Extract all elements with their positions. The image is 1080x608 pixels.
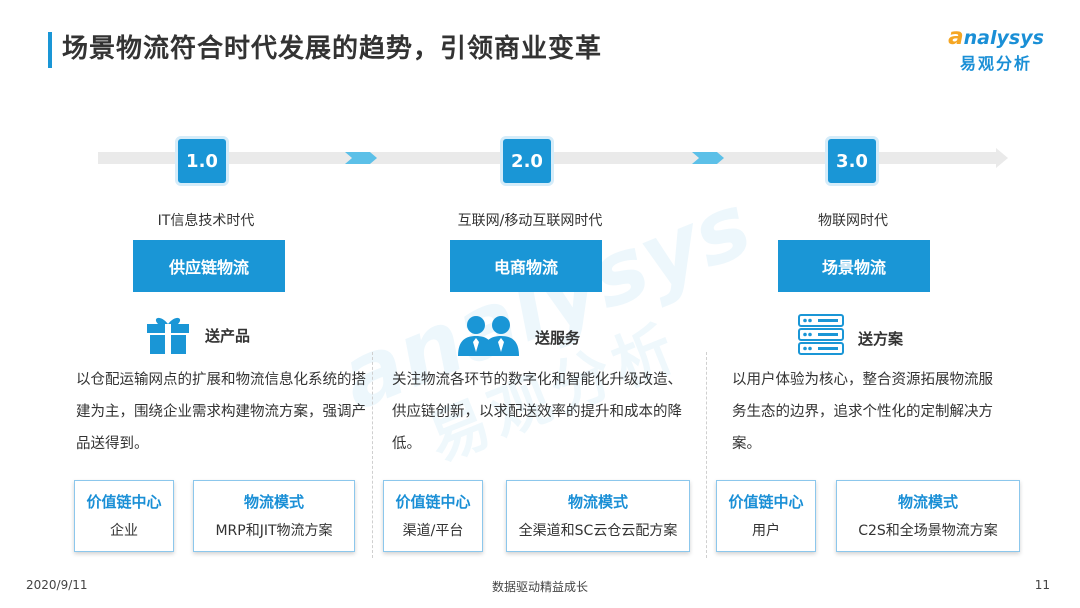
server-icon (798, 314, 844, 355)
stage-version-badge: 1.0 (175, 136, 229, 186)
stage-mode-box: 电商物流 (450, 240, 602, 292)
column-divider (706, 352, 707, 558)
logistics-model-label: 物流模式 (567, 493, 628, 511)
stage-deliverable: 送服务 (535, 329, 581, 347)
stage-version-badge: 3.0 (825, 136, 879, 186)
value-center-card: 价值链中心 渠道/平台 (383, 480, 483, 552)
logistics-model-label: 物流模式 (243, 493, 304, 511)
stage-description: 以用户体验为核心，整合资源拓展物流服务生态的边界，追求个性化的定制解决方案。 (732, 372, 993, 452)
analysys-logo: analysys 易观分析 (942, 24, 1050, 74)
chevron-arrow-icon (345, 152, 377, 164)
column-divider (372, 352, 373, 558)
chevron-arrow-icon (692, 152, 724, 164)
title-accent-bar (48, 32, 52, 68)
logistics-model-card: 物流模式 全渠道和SC云仓云配方案 (506, 480, 690, 552)
value-center-value: 渠道/平台 (402, 523, 464, 539)
value-center-value: 用户 (752, 523, 780, 539)
logistics-model-value: C2S和全场景物流方案 (858, 523, 998, 539)
stage-description: 以仓配运输网点的扩展和物流信息化系统的搭建为主，围绕企业需求构建物流方案，强调产… (76, 372, 366, 452)
stage-era: IT信息技术时代 (157, 213, 255, 229)
logo-chinese-name: 易观分析 (959, 54, 1032, 73)
stage-version-badge: 2.0 (500, 136, 554, 186)
footer-date: 2020/9/11 (26, 578, 88, 592)
stage-mode-box: 场景物流 (778, 240, 930, 292)
stage-description: 关注物流各环节的数字化和智能化升级改造、供应链创新，以求配送效率的提升和成本的降… (392, 372, 682, 452)
logistics-model-card: 物流模式 MRP和JIT物流方案 (193, 480, 355, 552)
stage-mode-box: 供应链物流 (133, 240, 285, 292)
value-center-value: 企业 (110, 523, 138, 539)
stage-deliverable: 送产品 (205, 327, 251, 345)
stage-era: 互联网/移动互联网时代 (457, 213, 603, 229)
value-center-card: 价值链中心 用户 (716, 480, 816, 552)
gift-icon (147, 317, 189, 354)
logistics-model-value: 全渠道和SC云仓云配方案 (518, 523, 678, 539)
footer-slogan: 数据驱动精益成长 (491, 580, 588, 594)
stage-deliverable: 送方案 (858, 330, 904, 348)
value-center-card: 价值链中心 企业 (74, 480, 174, 552)
users-icon (458, 316, 519, 356)
stage-era: 物联网时代 (818, 213, 888, 229)
page-number: 11 (1034, 578, 1050, 592)
page-title: 场景物流符合时代发展的趋势，引领商业变革 (62, 34, 603, 64)
value-center-label: 价值链中心 (395, 493, 471, 511)
timeline-arrowhead (996, 148, 1008, 168)
logo-wordmark: analysys (948, 24, 1044, 50)
logistics-model-value: MRP和JIT物流方案 (215, 523, 333, 539)
value-center-label: 价值链中心 (728, 493, 804, 511)
logistics-model-label: 物流模式 (897, 493, 958, 511)
logistics-model-card: 物流模式 C2S和全场景物流方案 (836, 480, 1020, 552)
value-center-label: 价值链中心 (86, 493, 162, 511)
